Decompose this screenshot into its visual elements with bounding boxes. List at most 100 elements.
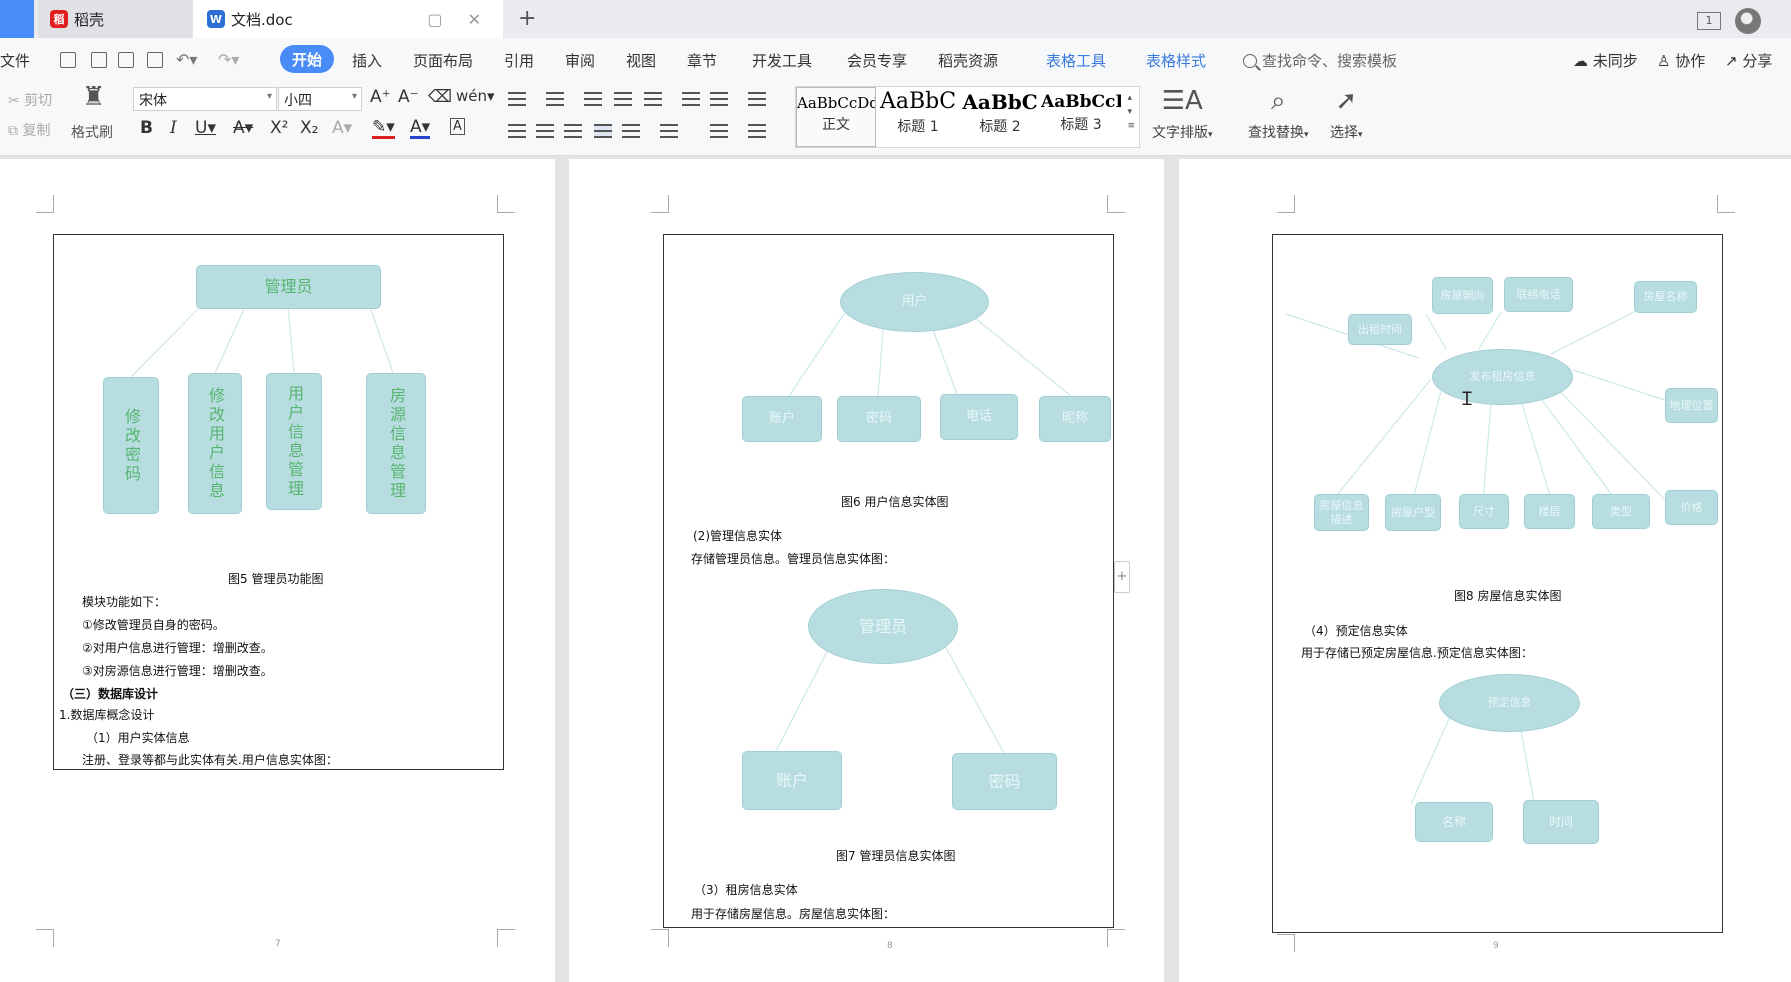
sync-status[interactable]: ☁ 未同步 [1573,52,1638,70]
page-9[interactable]: 发布租房信息 出租时间 房屋朝向 联络电话 房屋名称 地理位置 价格 类型 楼层… [1179,159,1791,982]
increase-indent-icon[interactable] [614,92,632,106]
attribute-node[interactable]: 地理位置 [1665,388,1718,423]
attribute-node[interactable]: 昵称 [1039,396,1111,442]
distribute-icon[interactable] [622,124,640,138]
section-heading[interactable]: （三）数据库设计 [62,687,159,701]
attribute-node[interactable]: 联络电话 [1504,277,1573,312]
print-preview-icon[interactable] [147,52,163,68]
format-painter-icon[interactable]: ♜ [82,82,106,112]
bold-icon[interactable]: B [140,118,153,138]
font-color-icon[interactable]: A▾ [410,117,431,139]
window-count-icon[interactable]: 1 [1697,12,1721,30]
attribute-node[interactable]: 房屋户型 [1385,494,1441,531]
diagram-node[interactable]: 修改用户信息 [188,373,242,514]
menu-page-layout[interactable]: 页面布局 [413,52,474,70]
entity-node-root[interactable]: 发布租房信息 [1432,349,1573,405]
command-search[interactable]: 查找命令、搜索模板 [1243,50,1397,71]
paragraph[interactable]: 用于存储已预定房屋信息.预定信息实体图： [1301,646,1533,660]
menu-table-tools[interactable]: 表格工具 [1046,52,1107,70]
shading-icon[interactable] [710,124,728,138]
entity-node-root[interactable]: 用户 [840,272,989,332]
format-painter-label[interactable]: 格式刷 [71,125,113,141]
paragraph[interactable]: 1.数据库概念设计 [59,708,155,722]
justify-icon[interactable] [594,124,612,138]
attribute-node[interactable]: 房屋信息描述 [1314,494,1369,531]
attribute-node[interactable]: 尺寸 [1459,494,1509,529]
menu-chapter[interactable]: 章节 [687,52,718,70]
paragraph[interactable]: ①修改管理员自身的密码。 [82,618,225,632]
clear-format-icon[interactable]: ⌫ [428,87,453,107]
shrink-font-icon[interactable]: A⁻ [398,87,419,107]
menu-developer[interactable]: 开发工具 [752,52,813,70]
diagram-node-root[interactable]: 管理员 [196,265,381,309]
diagram-node[interactable]: 修改密码 [103,377,159,514]
align-left-icon[interactable] [508,124,526,138]
find-replace-button[interactable]: ⌕ 查找替换▾ [1248,86,1309,141]
attribute-node[interactable]: 账户 [742,751,842,810]
save-icon[interactable] [60,52,76,68]
paragraph[interactable]: (2)管理信息实体 [693,529,782,543]
underline-icon[interactable]: U▾ [195,118,216,138]
cut-button[interactable]: ✂ 剪切 [8,93,53,109]
italic-icon[interactable]: I [170,118,177,138]
style-heading-2[interactable]: AaBbC 标题 2 [960,87,1040,147]
decrease-indent-icon[interactable] [584,92,602,106]
attribute-node[interactable]: 时间 [1523,800,1599,844]
tab-close-icon[interactable]: ▢ ✕ [427,10,491,29]
attribute-node[interactable]: 电话 [940,394,1018,440]
style-gallery-scroll-icon[interactable]: ▴▾≡ [1127,93,1135,131]
paragraph[interactable]: 存储管理员信息。管理员信息实体图： [691,552,896,566]
collaborate-button[interactable]: ♙ 协作 [1657,52,1706,70]
superscript-icon[interactable]: X² [270,118,289,138]
share-button[interactable]: ↗ 分享 [1725,52,1773,70]
menu-member[interactable]: 会员专享 [847,52,908,70]
show-marks-icon[interactable] [710,92,728,106]
align-center-icon[interactable] [536,124,554,138]
diagram-node[interactable]: 房源信息管理 [366,373,426,514]
avatar[interactable] [1735,8,1761,34]
paragraph[interactable]: ②对用户信息进行管理：增删改查。 [82,641,273,655]
attribute-node[interactable]: 密码 [837,396,921,442]
menu-view[interactable]: 视图 [626,52,657,70]
chinese-layout-icon[interactable] [644,92,662,106]
document-area[interactable]: ▤ ▾ 管理员 修改密码 修改用户信息 用户信息管理 房源信息管理 图5 管理员… [0,157,1791,982]
sort-icon[interactable] [682,92,700,106]
new-tab-button[interactable]: + [518,6,537,31]
paragraph[interactable]: （4）预定信息实体 [1304,624,1408,638]
menu-file[interactable]: 文件 [0,52,31,70]
print-icon[interactable] [118,52,134,68]
phonetic-icon[interactable]: wén▾ [456,87,495,105]
text-layout-button[interactable]: ☰A 文字排版▾ [1152,86,1213,141]
attribute-node[interactable]: 楼层 [1524,494,1575,529]
font-name-select[interactable]: 宋体 [133,87,277,111]
style-normal[interactable]: AaBbCcDd 正文 [796,87,876,147]
menu-daoke-resources[interactable]: 稻壳资源 [938,52,999,70]
export-pdf-icon[interactable] [91,52,107,68]
attribute-node[interactable]: 房屋名称 [1634,281,1697,313]
attribute-node[interactable]: 账户 [742,396,822,442]
entity-node-root[interactable]: 管理员 [808,589,958,664]
page-8[interactable]: 用户 账户 密码 电话 昵称 图6 用户信息实体图 (2)管理信息实体 存储管理… [569,159,1164,982]
diagram-node[interactable]: 用户信息管理 [266,373,322,510]
paragraph[interactable]: 模块功能如下： [82,595,167,609]
menu-home[interactable]: 开始 [280,45,335,73]
tab-daoke[interactable]: 稻 稻壳 [38,0,193,38]
menu-review[interactable]: 审阅 [565,52,596,70]
char-border-icon[interactable]: A [450,118,465,135]
attribute-node[interactable]: 出租时间 [1348,314,1412,345]
attribute-node[interactable]: 类型 [1592,494,1650,529]
paragraph[interactable]: ③对房源信息进行管理：增删改查。 [82,664,273,678]
paragraph[interactable]: （3）租房信息实体 [694,883,798,897]
copy-button[interactable]: ⧉ 复制 [8,123,51,139]
grow-font-icon[interactable]: A⁺ [370,87,391,107]
paragraph[interactable]: （1）用户实体信息 [86,731,190,745]
page-expand-button[interactable]: + [1114,561,1130,593]
menu-insert[interactable]: 插入 [352,52,383,70]
text-effect-icon[interactable]: A▾ [332,118,353,138]
redo-icon[interactable]: ↷▾ [218,50,240,69]
menu-table-style[interactable]: 表格样式 [1146,52,1207,70]
borders-icon[interactable] [748,124,766,138]
select-button[interactable]: ➚ 选择▾ [1330,86,1363,141]
line-spacing-icon[interactable] [660,124,678,138]
style-heading-1[interactable]: AaBbC 标题 1 [878,87,958,147]
